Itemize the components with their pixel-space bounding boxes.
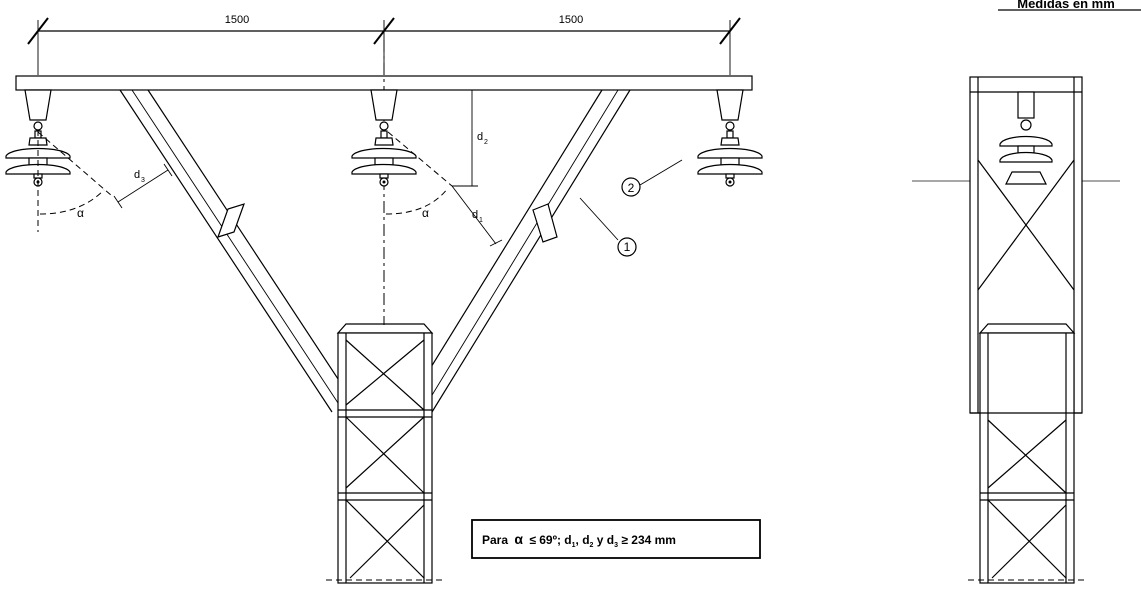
svg-text:1: 1	[624, 240, 631, 254]
center-alpha-arc	[385, 187, 449, 215]
svg-text:2: 2	[628, 181, 635, 195]
dimension-tick-mid	[373, 17, 395, 45]
left-brace-plate	[217, 203, 245, 238]
condition-note: Para α ≤ 69º; d1, d2 y d3 ≥ 234 mm	[471, 519, 761, 559]
units-heading: Medidas en mm	[1017, 0, 1115, 11]
note-tail: ≥ 234 mm	[618, 533, 676, 547]
d3-subscript: 3	[141, 177, 145, 184]
dimension-line: 1500 1500	[27, 14, 741, 75]
dimension-right-value: 1500	[559, 14, 583, 26]
note-sub1: 1	[572, 542, 576, 549]
d2-subscript: 2	[484, 139, 488, 146]
dimension-tick-left	[27, 17, 49, 45]
note-alpha: α	[514, 531, 523, 547]
callout-insulator: 2	[621, 159, 683, 197]
right-brace	[419, 89, 631, 413]
right-brace-plate	[532, 203, 558, 243]
note-sub2: 2	[590, 542, 594, 549]
left-d3-line	[117, 169, 169, 203]
left-alpha-label: α	[77, 206, 84, 220]
note-cond: ≤ 69º; d	[529, 533, 571, 547]
note-y: y d	[593, 533, 614, 547]
callout-beam: 1	[579, 197, 637, 257]
left-swing-geometry: α d 3	[37, 130, 173, 232]
d1-line	[451, 185, 497, 245]
insulator-center	[351, 89, 417, 187]
note-comma: , d	[576, 533, 590, 547]
center-alpha-label: α	[422, 206, 429, 220]
left-alpha-arc	[39, 189, 105, 215]
center-swing-geometry: α d 2 d 1	[385, 90, 503, 247]
d1-label: d	[472, 209, 478, 221]
d2-label: d	[477, 131, 483, 143]
note-sub3: 3	[614, 542, 618, 549]
note-para: Para	[482, 533, 508, 547]
dimension-tick-right	[719, 17, 741, 45]
left-brace	[119, 89, 343, 413]
insulator-right	[697, 89, 763, 187]
side-view-clamp	[1005, 171, 1047, 185]
d1-subscript: 1	[479, 217, 483, 224]
side-view	[912, 76, 1120, 584]
svg-text:Para α ≤ 69º; d1,: Para α ≤ 69º; d1, d2 y d3 ≥ 234 mm	[482, 531, 676, 549]
tower-body	[326, 323, 444, 584]
d3-label: d	[134, 169, 140, 181]
dimension-left-value: 1500	[225, 14, 249, 26]
